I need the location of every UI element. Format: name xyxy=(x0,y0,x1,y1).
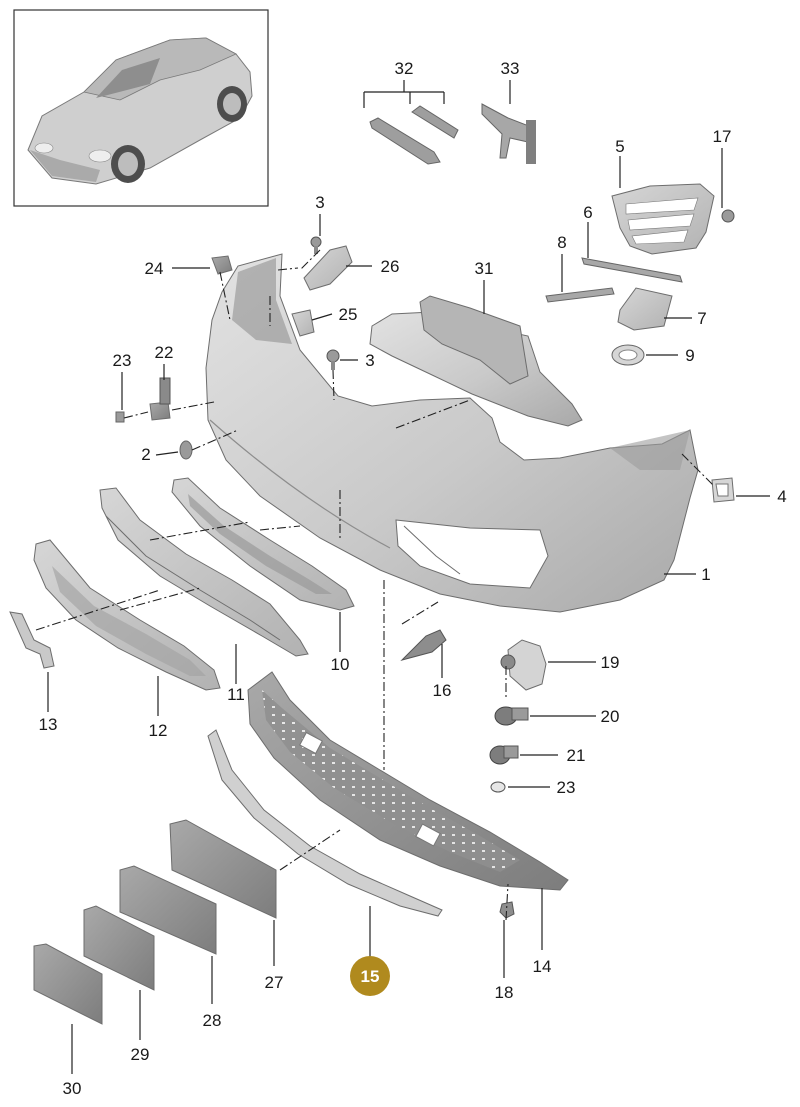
label-16[interactable]: 16 xyxy=(433,681,452,700)
part-27-plate-bracket[interactable] xyxy=(169,819,277,919)
label-23-right[interactable]: 23 xyxy=(557,778,576,797)
part-12-grille[interactable] xyxy=(33,539,221,691)
label-25[interactable]: 25 xyxy=(339,305,358,324)
part-4-bracket[interactable] xyxy=(711,477,735,503)
label-4[interactable]: 4 xyxy=(777,487,786,506)
part-17-screw[interactable] xyxy=(721,209,735,223)
part-19-bracket[interactable] xyxy=(500,639,547,691)
label-30[interactable]: 30 xyxy=(63,1079,82,1098)
part-25-clip[interactable] xyxy=(291,309,315,337)
part-14-underbody-panel[interactable] xyxy=(247,671,569,891)
label-21[interactable]: 21 xyxy=(567,746,586,765)
label-11[interactable]: 11 xyxy=(227,685,245,704)
label-2[interactable]: 2 xyxy=(141,445,150,464)
label-9[interactable]: 9 xyxy=(685,346,694,365)
label-14[interactable]: 14 xyxy=(533,957,552,976)
part-32-adhesive[interactable] xyxy=(369,105,459,165)
label-17[interactable]: 17 xyxy=(713,127,732,146)
part-33-applicator-gun[interactable] xyxy=(481,103,536,164)
part-10-grille[interactable] xyxy=(171,477,355,611)
label-6[interactable]: 6 xyxy=(583,203,592,222)
label-5[interactable]: 5 xyxy=(615,137,624,156)
label-13[interactable]: 13 xyxy=(39,715,58,734)
part-31-impact-absorber[interactable] xyxy=(369,295,583,427)
part-1-bumper-cover[interactable] xyxy=(205,253,699,613)
label-15[interactable]: 15 xyxy=(361,967,380,986)
label-12[interactable]: 12 xyxy=(149,721,168,740)
part-20-parking-sensor[interactable] xyxy=(494,706,529,726)
leader-lines xyxy=(47,80,770,1074)
part-26-bracket[interactable] xyxy=(303,245,353,291)
label-8[interactable]: 8 xyxy=(557,233,566,252)
label-29[interactable]: 29 xyxy=(131,1045,150,1064)
part-6-trim-strip[interactable] xyxy=(581,257,683,283)
part-2-cap[interactable] xyxy=(179,440,193,460)
label-33[interactable]: 33 xyxy=(501,59,520,78)
label-23-left[interactable]: 23 xyxy=(113,351,132,370)
label-15-badge[interactable]: 15 xyxy=(350,956,390,996)
label-27[interactable]: 27 xyxy=(265,973,284,992)
part-30-plate-bracket[interactable] xyxy=(33,943,103,1025)
part-5-air-intake-grille[interactable] xyxy=(611,183,715,255)
label-7[interactable]: 7 xyxy=(697,309,706,328)
label-24[interactable]: 24 xyxy=(145,259,164,278)
label-1[interactable]: 1 xyxy=(701,565,710,584)
part-3-fastener-upper[interactable] xyxy=(310,236,322,254)
label-3-upper[interactable]: 3 xyxy=(315,193,324,212)
part-7-bracket[interactable] xyxy=(617,287,673,331)
part-9-fog-light[interactable] xyxy=(611,344,645,366)
label-31[interactable]: 31 xyxy=(475,259,494,278)
label-19[interactable]: 19 xyxy=(601,653,620,672)
part-24-bracket[interactable] xyxy=(211,255,233,275)
label-15-highlight[interactable] xyxy=(350,956,390,996)
label-32[interactable]: 32 xyxy=(395,59,414,78)
label-18[interactable]: 18 xyxy=(495,983,514,1002)
part-22-bracket[interactable] xyxy=(149,377,171,421)
part-23-grommet-left[interactable] xyxy=(115,411,125,423)
part-28-plate-bracket[interactable] xyxy=(119,865,217,955)
part-11-grille[interactable] xyxy=(99,487,309,657)
label-26[interactable]: 26 xyxy=(381,257,400,276)
part-21-parking-sensor[interactable] xyxy=(489,745,519,765)
part-18-clip[interactable] xyxy=(499,901,515,919)
part-13-bracket[interactable] xyxy=(9,611,55,669)
label-10[interactable]: 10 xyxy=(331,655,350,674)
alignment-lines xyxy=(35,249,715,921)
part-8-trim[interactable] xyxy=(545,287,615,303)
label-28[interactable]: 28 xyxy=(203,1011,222,1030)
label-22[interactable]: 22 xyxy=(155,343,174,362)
part-labels: 1 2 3 3 4 5 6 7 8 9 10 11 12 13 14 15 16… xyxy=(39,59,787,1098)
part-29-plate-bracket[interactable] xyxy=(83,905,155,991)
vehicle-thumbnail xyxy=(13,9,269,207)
part-15-spoiler-lip[interactable] xyxy=(207,729,443,917)
part-3-fastener-lower[interactable] xyxy=(326,349,340,370)
part-16-sensor[interactable] xyxy=(400,629,447,661)
part-23-grommet-right[interactable] xyxy=(490,781,506,793)
label-20[interactable]: 20 xyxy=(601,707,620,726)
label-3-lower[interactable]: 3 xyxy=(365,351,374,370)
